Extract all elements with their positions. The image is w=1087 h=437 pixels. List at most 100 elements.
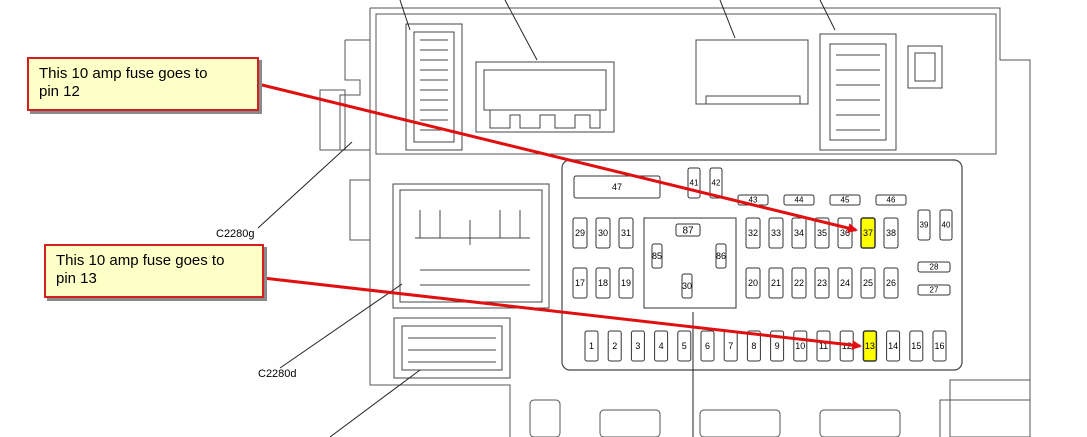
fuse-13: 13 <box>862 330 878 362</box>
fuse-label: 3 <box>635 341 640 351</box>
fuse-4: 4 <box>654 330 669 362</box>
fuse-9: 9 <box>770 330 785 362</box>
fuse-7: 7 <box>723 330 738 362</box>
fuse-40: 40 <box>939 209 953 241</box>
fuse-label: 5 <box>682 341 687 351</box>
fuse-16: 16 <box>932 330 947 362</box>
fuse-38: 38 <box>883 217 899 249</box>
fuse-27: 27 <box>917 284 951 296</box>
fuse-21: 21 <box>768 267 784 299</box>
callout-line: This 10 amp fuse goes to <box>56 252 225 269</box>
fuse-label: 23 <box>817 278 827 288</box>
fuse-30: 30 <box>595 217 611 249</box>
arrow-to-fuse-37 <box>257 82 858 233</box>
fuse-label: 4 <box>659 341 664 351</box>
fuse-23: 23 <box>814 267 830 299</box>
fuse-label: 25 <box>863 278 873 288</box>
fuse-label: 46 <box>887 196 896 205</box>
fuse-label: 22 <box>794 278 804 288</box>
fuse-19: 19 <box>618 267 634 299</box>
fuse-label: 8 <box>751 341 756 351</box>
bottom-left-connector <box>393 317 511 379</box>
fuse-8: 8 <box>746 330 761 362</box>
fuse-5: 5 <box>677 330 692 362</box>
connector-label-c2280g: C2280g <box>216 228 255 240</box>
fuse-3: 3 <box>630 330 645 362</box>
fuse-label: 19 <box>621 278 631 288</box>
fuse-label: 17 <box>575 278 585 288</box>
fuse-label: 29 <box>575 228 585 238</box>
fuse-33: 33 <box>768 217 784 249</box>
connector-label-c2280d: C2280d <box>258 368 297 380</box>
fuse-31: 31 <box>618 217 634 249</box>
relay-terminal-86: 86 <box>715 243 727 269</box>
fuse-label: 37 <box>863 228 873 238</box>
fuse-47: 47 <box>573 175 661 199</box>
fuse-46: 46 <box>875 194 907 206</box>
callout-line: pin 13 <box>56 270 97 287</box>
fuse-label: 27 <box>930 286 939 295</box>
fuse-41: 41 <box>687 167 701 199</box>
fuse-label: 85 <box>652 251 662 261</box>
fuse-label: 20 <box>748 278 758 288</box>
left-connector <box>392 183 550 309</box>
fuse-label: 33 <box>771 228 781 238</box>
fuse-45: 45 <box>829 194 861 206</box>
fuse-32: 32 <box>745 217 761 249</box>
fuse-44: 44 <box>783 194 815 206</box>
fuse-18: 18 <box>595 267 611 299</box>
fuse-label: 86 <box>716 251 726 261</box>
fuse-34: 34 <box>791 217 807 249</box>
fuse-label: 41 <box>690 179 699 188</box>
fuse-label: 15 <box>911 341 921 351</box>
fuse-label: 31 <box>621 228 631 238</box>
fuse-35: 35 <box>814 217 830 249</box>
fuse-label: 28 <box>930 263 939 272</box>
fuse-label: 7 <box>728 341 733 351</box>
fuse-42: 42 <box>709 167 723 199</box>
fuse-25: 25 <box>860 267 876 299</box>
fuse-17: 17 <box>572 267 588 299</box>
fuse-1: 1 <box>584 330 599 362</box>
fuse-14: 14 <box>886 330 901 362</box>
fuse-label: 9 <box>775 341 780 351</box>
fuse-label: 32 <box>748 228 758 238</box>
fuse-20: 20 <box>745 267 761 299</box>
arrow-to-fuse-13 <box>262 276 862 351</box>
fuse-26: 26 <box>883 267 899 299</box>
fuse-label: 2 <box>612 341 617 351</box>
fuse-22: 22 <box>791 267 807 299</box>
fuse-label: 30 <box>682 281 692 291</box>
leader-lines <box>257 0 836 437</box>
fuse-label: 44 <box>795 196 804 205</box>
callout-line: pin 12 <box>39 83 80 100</box>
callout-fuse-37: This 10 amp fuse goes to pin 12 <box>27 57 259 111</box>
fuse-label: 45 <box>841 196 850 205</box>
fuse-label: 12 <box>842 341 852 351</box>
fuse-28: 28 <box>917 261 951 273</box>
fuse-29: 29 <box>572 217 588 249</box>
fuse-label: 11 <box>819 341 828 351</box>
fuse-label: 1 <box>589 341 594 351</box>
relay-terminal-87: 87 <box>675 223 701 237</box>
fuse-36: 36 <box>837 217 853 249</box>
fuse-label: 13 <box>865 341 875 351</box>
fuse-label: 6 <box>705 341 710 351</box>
red-arrows <box>257 82 862 351</box>
fuse-label: 30 <box>598 228 608 238</box>
fuse-label: 10 <box>795 341 805 351</box>
fuse-6: 6 <box>700 330 715 362</box>
fuse-box-housing <box>319 7 1031 437</box>
fuse-11: 11 <box>816 330 831 362</box>
fuse-24: 24 <box>837 267 853 299</box>
fuse-label: 87 <box>682 225 694 236</box>
fuse-37: 37 <box>860 217 876 249</box>
fuse-label: 39 <box>920 221 929 230</box>
fuse-label: 26 <box>886 278 896 288</box>
callout-fuse-13: This 10 amp fuse goes to pin 13 <box>44 244 264 298</box>
fuse-label: 38 <box>886 228 896 238</box>
relay-terminal-85: 85 <box>651 243 663 269</box>
fuse-label: 18 <box>598 278 608 288</box>
fuse-label: 40 <box>942 221 951 230</box>
